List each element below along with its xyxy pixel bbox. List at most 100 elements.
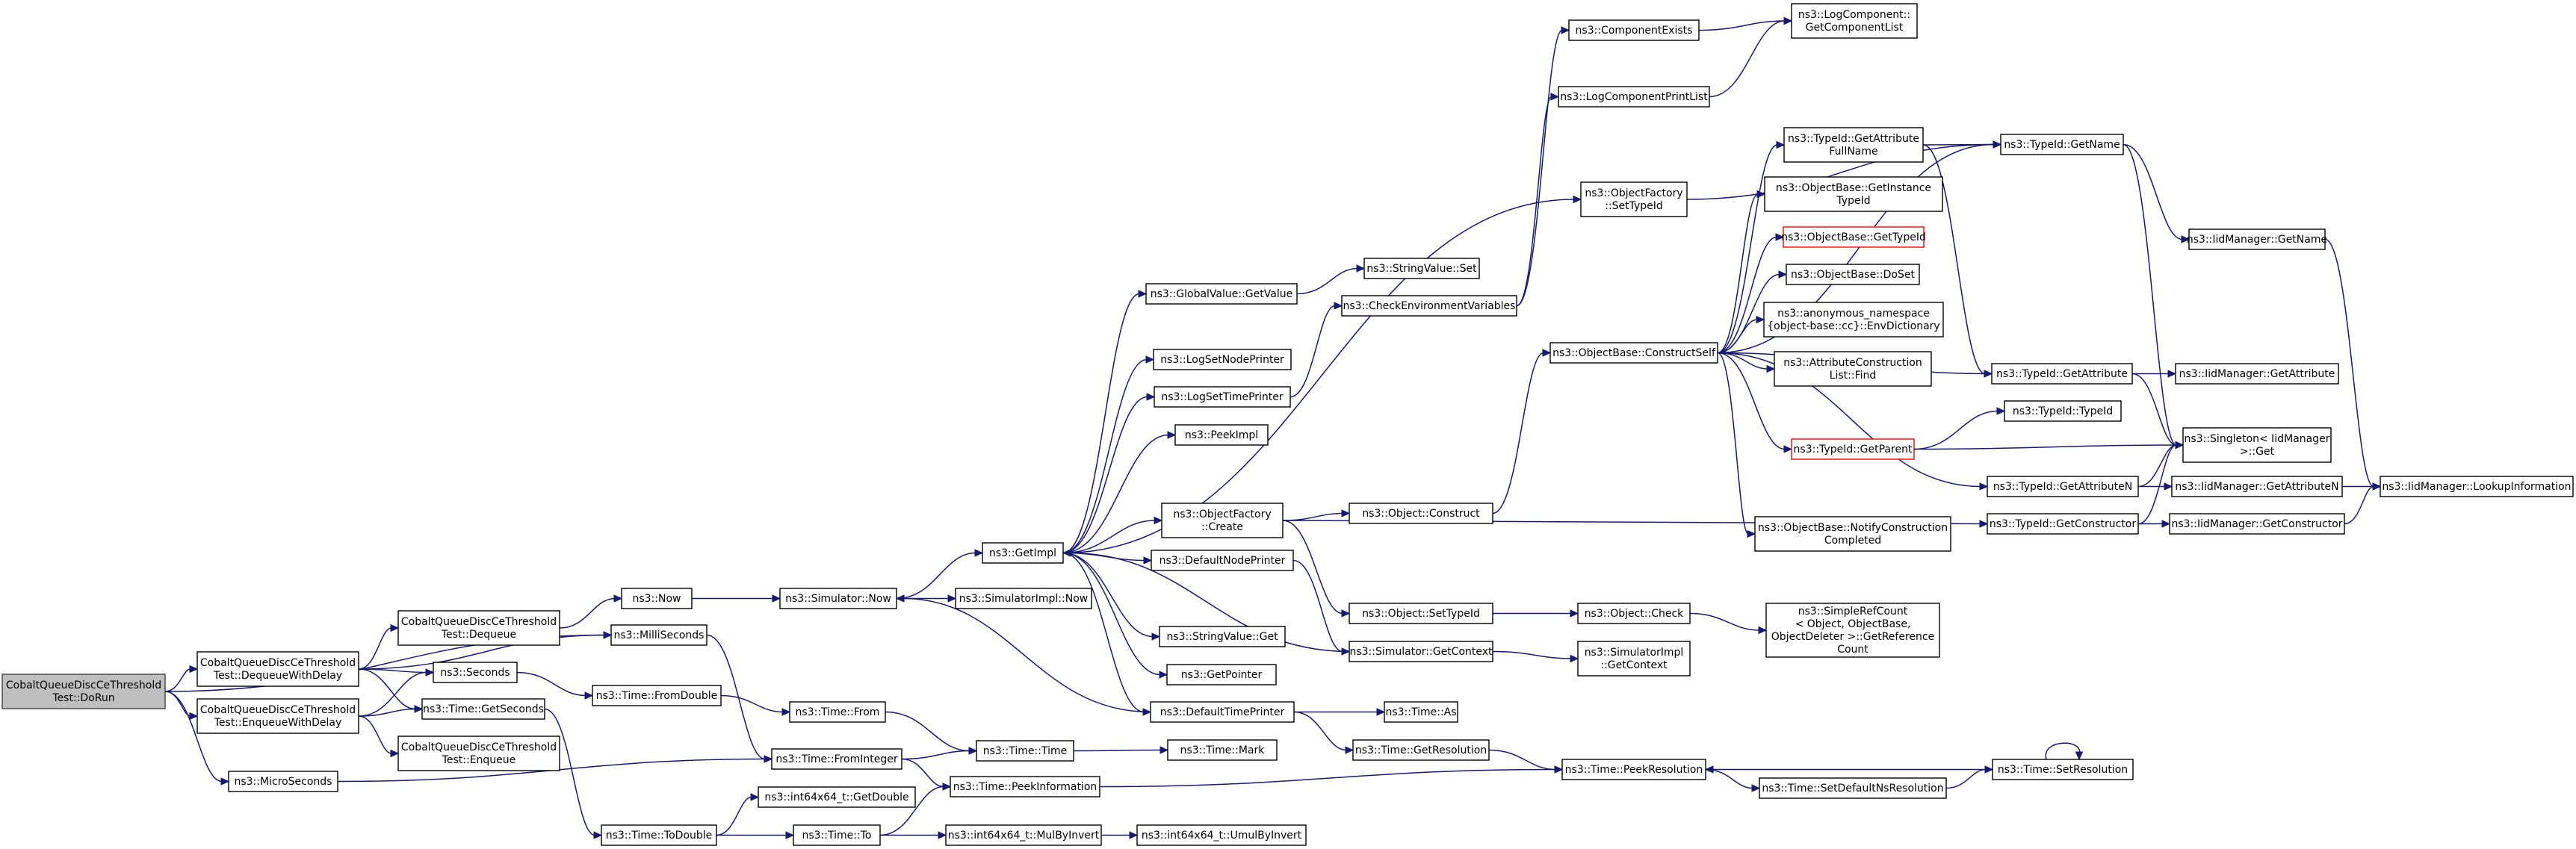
node-enqueue-with-delay[interactable]: CobaltQueueDiscCeThresholdTest::EnqueueW… bbox=[196, 698, 359, 734]
edge-getAttributeFullName-to-typeIdGetName bbox=[1922, 140, 2002, 149]
node-object-set-type-id[interactable]: ns3::Object::SetTypeId bbox=[1349, 603, 1493, 624]
edge-arrowhead bbox=[1573, 195, 1582, 204]
edge-arrowhead bbox=[764, 755, 773, 763]
node-obj-base-construct-self[interactable]: ns3::ObjectBase::ConstructSelf bbox=[1549, 342, 1718, 364]
node-type-id-get-parent[interactable]: ns3::TypeId::GetParent bbox=[1791, 438, 1915, 460]
node-box bbox=[433, 662, 518, 683]
edge-arrowhead bbox=[1334, 302, 1343, 310]
edge-arrowhead bbox=[1747, 529, 1756, 538]
node-time-get-resolution[interactable]: ns3::Time::GetResolution bbox=[1352, 739, 1490, 761]
node-get-impl[interactable]: ns3::GetImpl bbox=[982, 542, 1064, 564]
edge-arrowhead bbox=[942, 783, 952, 791]
node-default-time-printer[interactable]: ns3::DefaultTimePrinter bbox=[1150, 701, 1295, 723]
edge-objBaseConstructSelf-to-objBaseGetTypeId bbox=[1717, 233, 1785, 354]
edge-arrowhead bbox=[2161, 520, 2171, 528]
node-type-id-type-id[interactable]: ns3::TypeId::TypeId bbox=[2004, 400, 2122, 422]
node-singleton-get[interactable]: ns3::Singleton< IidManager>::Get bbox=[2182, 427, 2332, 463]
node-simple-ref-count[interactable]: ns3::SimpleRefCount< Object, ObjectBase,… bbox=[1765, 603, 1940, 658]
node-get-component-list[interactable]: ns3::LogComponent::GetComponentList bbox=[1791, 3, 1918, 39]
node-time-get-seconds[interactable]: ns3::Time::GetSeconds bbox=[421, 698, 545, 720]
edge-dequeueWithDelay-to-timeGetSeconds bbox=[358, 668, 424, 713]
node-obj-base-get-type-id[interactable]: ns3::ObjectBase::GetTypeId bbox=[1781, 226, 1926, 248]
node-time-to[interactable]: ns3::Time::To bbox=[793, 824, 881, 846]
edge-objectCheck-to-simpleRefCount bbox=[1689, 612, 1768, 635]
node-sim-get-context[interactable]: ns3::Simulator::GetContext bbox=[1349, 641, 1493, 662]
node-get-double[interactable]: ns3::int64x64_t::GetDouble bbox=[758, 786, 916, 808]
node-log-set-node-printer[interactable]: ns3::LogSetNodePrinter bbox=[1153, 349, 1292, 370]
node-obj-factory-create[interactable]: ns3::ObjectFactory::Create bbox=[1161, 503, 1284, 538]
edge-arrowhead bbox=[1570, 609, 1579, 618]
edge-toDouble-to-getDouble bbox=[716, 793, 760, 836]
node-iid-get-name[interactable]: ns3::IidManager::GetName bbox=[2187, 228, 2327, 250]
edge-typeIdGetAttribute-to-singletonGet bbox=[2131, 373, 2185, 450]
node-now[interactable]: ns3::Now bbox=[621, 588, 693, 609]
node-label: ns3::GlobalValue::GetValue bbox=[1151, 288, 1292, 300]
node-object-check[interactable]: ns3::Object::Check bbox=[1577, 603, 1691, 624]
edge-line bbox=[1717, 352, 1981, 488]
node-check-env-vars[interactable]: ns3::CheckEnvironmentVariables bbox=[1341, 295, 1517, 317]
node-time-time[interactable]: ns3::Time::Time bbox=[976, 740, 1074, 762]
edge-enqueueWithDelay-to-timeGetSeconds bbox=[358, 705, 424, 717]
node-from-integer[interactable]: ns3::Time::FromInteger bbox=[771, 748, 902, 770]
edge-line bbox=[901, 750, 970, 760]
node-umul-by-invert[interactable]: ns3::int64x64_t::UmulByInvert bbox=[1136, 824, 1307, 846]
node-mul-by-invert[interactable]: ns3::int64x64_t::MulByInvert bbox=[945, 824, 1102, 846]
edge-mulByInvert-to-umulByInvert bbox=[1100, 831, 1139, 839]
node-iid-lookup-information[interactable]: ns3::IidManager::LookupInformation bbox=[2380, 476, 2574, 497]
node-log-component-print-list[interactable]: ns3::LogComponentPrintList bbox=[1558, 86, 1710, 108]
node-global-get-value[interactable]: ns3::GlobalValue::GetValue bbox=[1145, 283, 1298, 305]
node-from-double[interactable]: ns3::Time::FromDouble bbox=[592, 685, 722, 706]
node-micro-seconds[interactable]: ns3::MicroSeconds bbox=[228, 771, 338, 792]
edge-arrowhead bbox=[425, 668, 435, 677]
node-log-set-time-printer[interactable]: ns3::LogSetTimePrinter bbox=[1154, 386, 1291, 408]
node-sim-impl-now[interactable]: ns3::SimulatorImpl::Now bbox=[955, 588, 1092, 609]
node-obj-factory-set-type-id[interactable]: ns3::ObjectFactory::SetTypeId bbox=[1580, 181, 1688, 217]
node-peek-resolution[interactable]: ns3::Time::PeekResolution bbox=[1561, 759, 1706, 780]
node-notify-construction[interactable]: ns3::ObjectBase::NotifyConstructionCompl… bbox=[1754, 516, 1951, 552]
edge-arrowhead bbox=[1756, 315, 1765, 324]
node-label: ns3::IidManager::GetAttributeN bbox=[2175, 481, 2338, 493]
node-seconds[interactable]: ns3::Seconds bbox=[433, 662, 518, 683]
node-iid-get-attribute[interactable]: ns3::IidManager::GetAttribute bbox=[2175, 363, 2339, 385]
edge-arrowhead bbox=[1356, 264, 1366, 273]
node-time-mark[interactable]: ns3::Time::Mark bbox=[1167, 739, 1278, 761]
node-string-value-get[interactable]: ns3::StringValue::Get bbox=[1159, 626, 1286, 647]
node-time-as[interactable]: ns3::Time::As bbox=[1384, 701, 1458, 723]
node-type-id-get-name[interactable]: ns3::TypeId::GetName bbox=[2000, 134, 2124, 155]
edge-line bbox=[1922, 144, 1986, 375]
node-peek-information[interactable]: ns3::Time::PeekInformation bbox=[950, 776, 1100, 797]
node-component-exists[interactable]: ns3::ComponentExists bbox=[1568, 19, 1700, 41]
node-string-value-set[interactable]: ns3::StringValue::Set bbox=[1363, 258, 1480, 279]
node-get-pointer[interactable]: ns3::GetPointer bbox=[1166, 664, 1277, 685]
node-peek-impl[interactable]: ns3::PeekImpl bbox=[1174, 424, 1269, 446]
node-object-construct[interactable]: ns3::Object::Construct bbox=[1349, 503, 1493, 524]
node-set-resolution[interactable]: ns3::Time::SetResolution bbox=[1992, 759, 2134, 780]
edge-arrowhead bbox=[1996, 407, 2006, 415]
node-set-default-ns-resolution[interactable]: ns3::Time::SetDefaultNsResolution bbox=[1759, 777, 1947, 799]
node-sim-now[interactable]: ns3::Simulator::Now bbox=[779, 588, 897, 609]
node-label: ns3::TypeId::GetAttributeN bbox=[1993, 481, 2132, 493]
node-env-dictionary[interactable]: ns3::anonymous_namespace{object-base::cc… bbox=[1763, 302, 1944, 338]
node-to-double[interactable]: ns3::Time::ToDouble bbox=[601, 824, 717, 846]
node-type-id-get-attribute[interactable]: ns3::TypeId::GetAttribute bbox=[1991, 363, 2133, 385]
node-label: ns3::Time::From bbox=[796, 706, 880, 718]
node-type-id-get-constructor[interactable]: ns3::TypeId::GetConstructor bbox=[1987, 513, 2139, 535]
node-type-id-get-attribute-n[interactable]: ns3::TypeId::GetAttributeN bbox=[1987, 476, 2139, 497]
node-obj-base-do-set[interactable]: ns3::ObjectBase::DoSet bbox=[1786, 264, 1920, 285]
node-label: ns3::Time::PeekResolution bbox=[1565, 764, 1703, 776]
node-iid-get-constructor[interactable]: ns3::IidManager::GetConstructor bbox=[2169, 513, 2345, 535]
node-sim-impl-get-context[interactable]: ns3::SimulatorImpl::GetContext bbox=[1577, 641, 1691, 677]
node-iid-get-attribute-n[interactable]: ns3::IidManager::GetAttributeN bbox=[2171, 476, 2343, 497]
node-box bbox=[1341, 295, 1517, 317]
node-dequeue-with-delay[interactable]: CobaltQueueDiscCeThresholdTest::DequeueW… bbox=[196, 651, 359, 687]
node-time-from[interactable]: ns3::Time::From bbox=[789, 701, 886, 723]
node-label: FullName bbox=[1829, 146, 1877, 158]
node-default-node-printer[interactable]: ns3::DefaultNodePrinter bbox=[1151, 550, 1294, 571]
node-milli-seconds[interactable]: ns3::MilliSeconds bbox=[610, 624, 708, 646]
